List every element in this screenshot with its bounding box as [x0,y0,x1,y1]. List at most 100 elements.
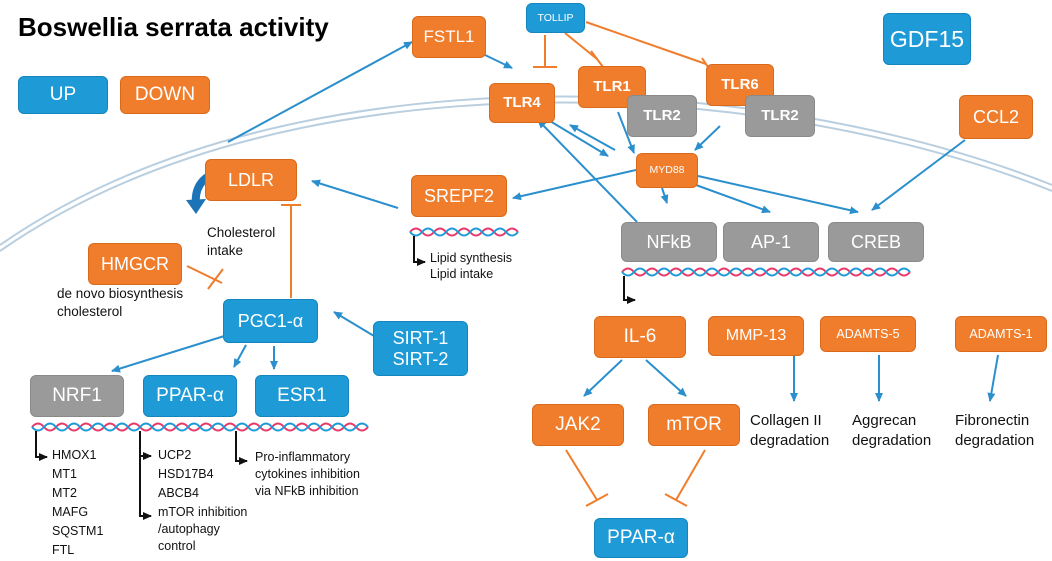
arrow-ldlr-fstl1 [227,41,413,143]
arrow-fstl1-tlr4 [484,54,513,69]
list-item: /autophagy [158,521,220,536]
label-aggrecan: Aggrecan degradation [852,411,931,450]
legend-up: UP [18,76,108,114]
node-sirt2-label: SIRT-2 [392,348,449,369]
node-jak2: JAK2 [532,404,624,446]
list-item: via NFkB inhibition [255,483,359,498]
tx-arrow-esr1 [235,431,248,465]
node-hmgcr: HMGCR [88,243,182,285]
list-item: MT1 [52,467,77,481]
node-sirt: SIRT-1 SIRT-2 [373,321,468,376]
arrow-tlr1-myd88 [617,111,635,154]
node-tollip: TOLLIP [526,3,585,33]
inhibit-tollip-tlr1 [564,32,598,60]
list-item: HSD17B4 [158,467,214,481]
label-line: Aggrecan [852,412,917,429]
inhibit-hmgcr-denovo [186,265,223,284]
node-creb: CREB [828,222,924,262]
label-line: Lipid synthesis [430,251,512,265]
list-item: MT2 [52,486,77,500]
tx-arrow-ppara [139,431,152,460]
list-item: HMOX1 [52,448,97,462]
list-item: Pro-inflammatory [255,450,351,464]
arrow-il6-mtor [645,359,687,397]
node-ppara: PPAR-α [143,375,237,417]
list-item: ABCB4 [158,486,199,500]
inhibit-jak2-ppara2 [565,449,598,501]
node-nrf1: NRF1 [30,375,124,417]
node-tlr2-b: TLR2 [745,95,815,137]
arrow-sirt-pgc1a [333,311,375,337]
label-line: Fibronectin [955,412,1030,429]
label-line: Lipid intake [430,267,494,282]
label-line: Cholesterol [207,225,276,240]
arrow-nfkb-tlr4 [537,119,638,223]
node-srepf2: SREPF2 [411,175,507,217]
arrow-myd88-creb [697,175,859,215]
arrow-il6-jak2 [583,359,623,397]
node-mtor: mTOR [648,404,740,446]
label-line: degradation [750,431,830,449]
list-item: UCP2 [158,448,192,462]
arrow-myd88-srepf2 [512,169,637,201]
node-tlr2-a: TLR2 [627,95,697,137]
arrow-myd88-ap1 [695,184,771,214]
node-gdf15: GDF15 [883,13,971,65]
label-lipid: Lipid synthesis Lipid intake [430,250,512,283]
label-line: intake [207,242,244,258]
label-line: degradation [955,431,1035,449]
dna-helix-nrf1 [31,422,369,432]
node-nfkb: NFkB [621,222,717,262]
node-ldlr: LDLR [205,159,297,201]
dna-helix-srepf2 [409,227,519,237]
arrow-srepf2-ldlr [311,179,399,209]
node-mmp13: MMP-13 [708,316,804,356]
label-fibronectin: Fibronectin degradation [955,411,1034,450]
arrow-adamts1-fibronectin [987,354,999,402]
tx-arrow-nrf1 [35,431,48,461]
arrow-ccl2-creb [871,139,966,211]
label-cholesterol-intake: Cholesterol intake [207,224,275,259]
nrf1-target-list: HMOX1 MT1 MT2 MAFG SQSTM1 FTL [52,446,103,560]
list-item: SQSTM1 [52,524,104,538]
tx-arrow-srepf2 [413,236,426,266]
diagram-title: Boswellia serrata activity [18,12,329,42]
node-il6: IL-6 [594,316,686,358]
node-sirt1-label: SIRT-1 [392,327,449,348]
node-tlr6: TLR6 [706,64,774,106]
node-esr1: ESR1 [255,375,349,417]
node-pgc1a: PGC1-α [223,299,318,343]
inhibit-tollip-tlr6 [585,21,707,65]
label-line: cholesterol [57,303,123,319]
node-ppara-bottom: PPAR-α [594,518,688,558]
arrow-myd88-nfkb [660,187,669,204]
node-fstl1: FSTL1 [412,16,486,58]
node-ap1: AP-1 [723,222,819,262]
inhibit-mtor-ppara2 [675,449,706,501]
node-adamts5: ADAMTS-5 [820,316,916,352]
tx-arrow-ppara-mtor [139,456,152,520]
esr1-note: Pro-inflammatory cytokines inhibition vi… [255,449,360,500]
arrow-myd88-tlr4 [569,124,616,151]
label-line: de novo biosynthesis [57,286,184,301]
node-ccl2: CCL2 [959,95,1033,139]
label-line: Collagen II [750,412,822,429]
arrow-pgc1a-nrf1 [111,332,235,373]
list-item: control [158,538,196,553]
dna-helix-nfkb [621,267,911,277]
arrow-tlr6-myd88 [694,125,721,151]
node-myd88: MYD88 [636,153,698,188]
label-collagen: Collagen II degradation [750,411,829,450]
label-de-novo: de novo biosynthesis cholesterol [57,285,183,320]
tx-arrow-nfkb [623,276,636,304]
mtor-note: mTOR inhibition /autophagy control [158,504,247,555]
node-tlr4: TLR4 [489,83,555,123]
node-adamts1: ADAMTS-1 [955,316,1047,352]
list-item: cytokines inhibition [255,466,360,481]
list-item: mTOR inhibition [158,505,248,519]
label-line: degradation [852,431,932,449]
legend-down: DOWN [120,76,210,114]
list-item: MAFG [52,505,89,519]
arrow-pgc1a-ppara [233,344,247,368]
